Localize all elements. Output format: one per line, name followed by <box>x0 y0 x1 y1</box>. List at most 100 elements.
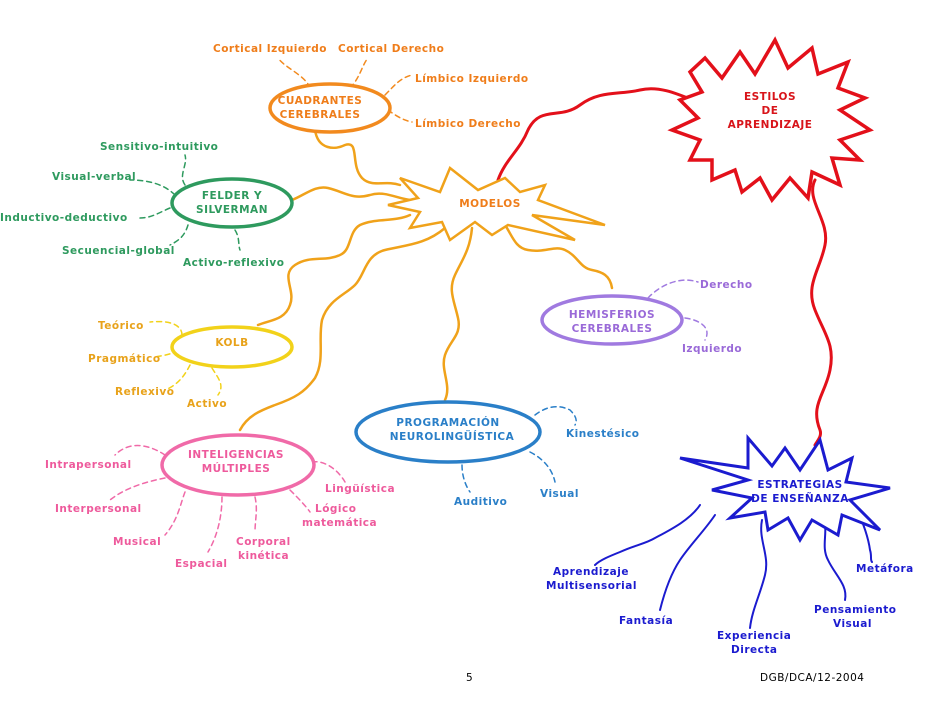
leaf-line-limbico-izq <box>384 74 413 96</box>
leaf-line-secuencial <box>169 224 189 246</box>
page-number: 5 <box>466 672 473 684</box>
pnl-line-2: NEUROLINGÜÍSTICA <box>390 429 515 443</box>
leaf-line-derecho <box>647 279 699 299</box>
modelos-star-shape <box>387 166 606 242</box>
pnl-item-kinestesico: Kinestésico <box>566 428 640 440</box>
leaf-line-izquierdo <box>684 317 708 341</box>
inteligencias-item-corporal-2: kinética <box>238 550 289 562</box>
cuadrantes-item-cortical-der: Cortical Derecho <box>338 43 444 55</box>
inteligencias-node-shape <box>160 433 316 497</box>
kolb-label: KOLB <box>215 337 248 349</box>
pnl-node-shape <box>354 400 542 464</box>
inteligencias-line-2: MÚLTIPLES <box>202 462 271 475</box>
hemisferios-line-1: HEMISFERIOS <box>569 309 655 321</box>
leaf-line-cortical-der <box>349 57 369 89</box>
inteligencias-item-corporal-1: Corporal <box>236 536 291 548</box>
inteligencias-line-1: INTELIGENCIAS <box>188 449 284 461</box>
leaf-line-fantasia <box>659 514 716 611</box>
leaf-line-kinestesico <box>534 405 577 426</box>
connector-pnl-modelos <box>442 226 474 402</box>
felder-node-shape <box>170 177 294 229</box>
connector-felder-modelos <box>290 186 414 202</box>
hemisferios-node-shape <box>540 294 684 346</box>
connector-hemisferios-modelos <box>503 223 614 290</box>
leaf-line-espacial <box>207 496 223 553</box>
inteligencias-item-logico-2: matemática <box>302 517 377 529</box>
cuadrantes-node-shape <box>268 82 392 134</box>
kolb-item-reflexivo: Reflexivo <box>115 386 174 398</box>
leaf-line-aprendizaje <box>594 504 701 566</box>
leaf-line-musical <box>164 491 186 536</box>
connector-cuadrantes-modelos <box>313 128 402 187</box>
pnl-item-visual: Visual <box>540 488 579 500</box>
cuadrantes-item-cortical-izq: Cortical Izquierdo <box>213 43 327 55</box>
estrategias-item-experiencia-1: Experiencia <box>717 630 791 642</box>
leaf-line-reflexivo <box>164 364 191 391</box>
estilos-star-shape <box>667 36 874 204</box>
estrategias-item-metafora: Metáfora <box>856 563 914 575</box>
connector-modelos-estilos <box>496 87 707 182</box>
modelos-label: MODELOS <box>459 198 521 210</box>
estrategias-item-aprendizaje-1: Aprendizaje <box>553 566 629 578</box>
felder-item-secuencial: Secuencial-global <box>62 245 175 257</box>
leaf-line-auditivo <box>461 464 471 493</box>
hemisferios-line-2: CEREBRALES <box>572 323 653 335</box>
leaf-line-activo-reflexivo <box>234 229 241 251</box>
leaf-line-limbico-der <box>387 109 413 123</box>
estrategias-line-2: DE ENSEÑANZA <box>751 492 849 505</box>
pnl-item-auditivo: Auditivo <box>454 496 507 508</box>
leaf-line-logico <box>289 489 311 513</box>
felder-line-2: SILVERMAN <box>196 204 268 216</box>
leaf-line-linguistica <box>311 461 346 483</box>
estrategias-item-pensamiento-1: Pensamiento <box>814 604 897 616</box>
leaf-line-sensitivo <box>181 154 187 186</box>
hemisferios-item-derecho: Derecho <box>700 279 753 291</box>
hemisferios-item-izquierdo: Izquierdo <box>682 343 742 355</box>
leaf-line-interpersonal <box>109 477 166 501</box>
inteligencias-item-linguistica: Lingüística <box>325 483 395 495</box>
kolb-item-activo: Activo <box>187 398 227 410</box>
leaf-line-teorico <box>149 320 183 336</box>
felder-item-activo-reflexivo: Activo-reflexivo <box>183 257 284 269</box>
estrategias-item-experiencia-2: Directa <box>731 644 777 656</box>
connector-kolb-modelos <box>256 213 412 327</box>
estrategias-item-fantasia: Fantasía <box>619 615 673 627</box>
inteligencias-item-espacial: Espacial <box>175 558 228 570</box>
estilos-line-2: DE <box>762 105 779 117</box>
leaf-line-intrapersonal <box>114 444 166 456</box>
estrategias-item-aprendizaje-2: Multisensorial <box>546 580 637 592</box>
felder-item-visual-verbal: Visual-verbal <box>52 171 136 183</box>
cuadrantes-line-2: CEREBRALES <box>280 109 361 121</box>
felder-item-sensitivo: Sensitivo-intuitivo <box>100 141 218 153</box>
leaf-line-activo <box>211 367 222 396</box>
document-code: DGB/DCA/12-2004 <box>760 672 864 684</box>
leaf-line-cortical-izq <box>277 57 311 89</box>
estrategias-line-1: ESTRATEGIAS <box>757 479 842 491</box>
leaf-line-corporal <box>254 496 258 533</box>
estilos-line-1: ESTILOS <box>744 91 796 103</box>
kolb-item-teorico: Teórico <box>98 320 144 332</box>
estilos-line-3: APRENDIZAJE <box>728 119 813 131</box>
felder-line-1: FELDER Y <box>202 190 262 202</box>
kolb-item-pragmatico: Pragmático <box>88 353 161 365</box>
cuadrantes-item-limbico-izq: Límbico Izquierdo <box>415 73 529 85</box>
pnl-line-1: PROGRAMACIÓN <box>396 416 499 429</box>
inteligencias-item-logico-1: Lógico <box>315 503 356 515</box>
cuadrantes-line-1: CUADRANTES <box>278 95 363 107</box>
inteligencias-item-intrapersonal: Intrapersonal <box>45 459 132 471</box>
leaf-line-inductivo <box>139 207 171 219</box>
felder-item-inductivo: Inductivo-deductivo <box>0 212 128 224</box>
leaf-line-visual <box>529 451 556 483</box>
leaf-line-experiencia <box>749 519 768 629</box>
connector-inteligencias-modelos <box>238 226 447 432</box>
estrategias-item-pensamiento-2: Visual <box>833 618 872 630</box>
inteligencias-item-musical: Musical <box>113 536 161 548</box>
estrategias-star-shape <box>679 433 891 544</box>
cuadrantes-item-limbico-der: Límbico Derecho <box>415 118 521 130</box>
connector-estilos-estrategias <box>810 178 833 447</box>
leaf-line-visual-verbal <box>129 179 176 196</box>
inteligencias-item-interpersonal: Interpersonal <box>55 503 142 515</box>
kolb-node-shape <box>170 325 294 369</box>
